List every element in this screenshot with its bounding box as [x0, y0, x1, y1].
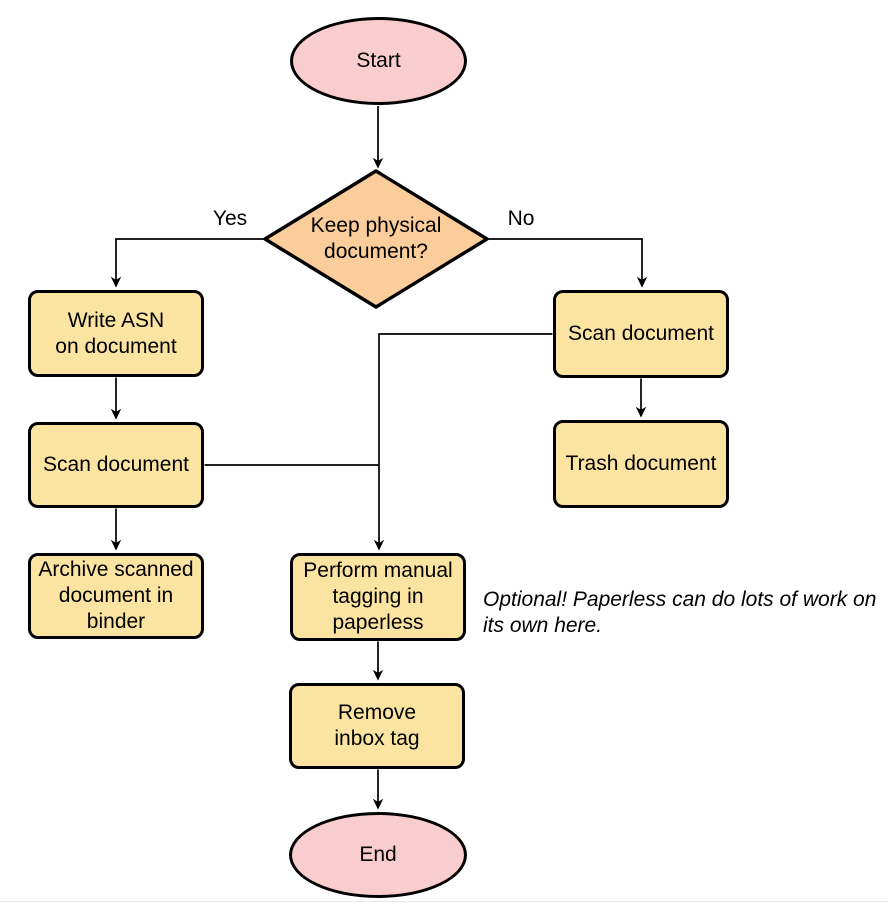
- node-end-label: End: [359, 843, 397, 866]
- edge-label-yes: Yes: [212, 207, 248, 230]
- edge-scan-right-to-tagging: [373, 333, 553, 551]
- node-trash-document-label: Trash document: [565, 452, 717, 475]
- node-start: Start: [290, 17, 467, 105]
- node-manual-tagging: Perform manual tagging in paperless: [290, 553, 466, 641]
- decision-diamond-shape: [263, 169, 489, 309]
- node-end: End: [289, 812, 467, 898]
- node-decision: Keep physical document?: [265, 171, 487, 307]
- node-remove-inbox-tag-label: Remove inbox tag: [334, 701, 420, 750]
- bottom-divider-line: [0, 901, 888, 902]
- edge-label-no: No: [507, 207, 535, 230]
- node-decision-label: Keep physical document?: [310, 214, 442, 263]
- node-manual-tagging-label: Perform manual tagging in paperless: [303, 559, 453, 634]
- node-remove-inbox-tag: Remove inbox tag: [289, 683, 465, 769]
- edge-decision-yes-to-write-asn: [110, 238, 265, 288]
- node-scan-document-left-label: Scan document: [43, 453, 189, 476]
- node-write-asn-label: Write ASN on document: [55, 308, 177, 358]
- node-scan-document-right: Scan document: [553, 290, 729, 378]
- annotation-optional-note: Optional! Paperless can do lots of work …: [483, 588, 877, 637]
- node-archive-in-binder: Archive scanned document in binder: [28, 553, 204, 639]
- node-scan-document-left: Scan document: [28, 422, 204, 508]
- node-trash-document: Trash document: [553, 420, 729, 508]
- edge-decision-no-to-scan: [487, 238, 648, 288]
- node-scan-document-right-label: Scan document: [568, 322, 714, 345]
- node-start-label: Start: [356, 49, 401, 72]
- node-archive-in-binder-label: Archive scanned document in binder: [38, 558, 194, 633]
- node-write-asn: Write ASN on document: [28, 290, 204, 377]
